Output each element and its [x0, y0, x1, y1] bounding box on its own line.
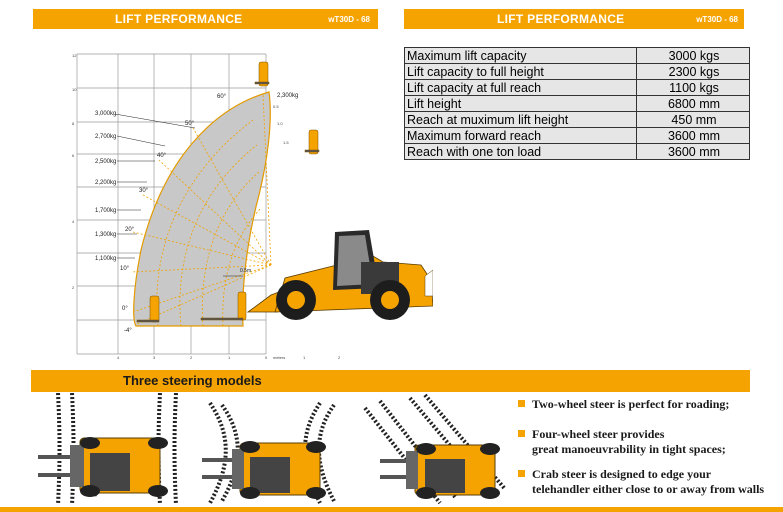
load-labels: 3,000kg 2,700kg 2,500kg 2,200kg 1,700kg …: [95, 93, 298, 262]
angle-label: 20°: [125, 227, 135, 233]
feature-text: great manoeuvrability in tight spaces;: [532, 442, 726, 456]
spec-value: 3000 kgs: [636, 47, 750, 64]
lift-envelope: [133, 91, 271, 327]
boom-ext-labels: 0.5 1.0 1.5: [273, 104, 289, 145]
feature-text: Two-wheel steer is perfect for roading;: [532, 397, 730, 411]
boom-ext-label: 1.0: [277, 121, 283, 126]
steering-title: Three steering models: [123, 373, 262, 388]
load-chart-diagram: 12 10 8 6 4 2 4 3 2 1 0 1 2 meters 3,0: [72, 53, 433, 360]
left-panel-model: wT30D - 68: [328, 15, 370, 24]
y-tick: 8: [72, 121, 75, 126]
crab-steer-figure: [363, 393, 507, 505]
load-label: 2,500kg: [95, 159, 116, 165]
x-tick: 3: [153, 355, 156, 360]
spec-label: Lift height: [404, 95, 637, 112]
angle-label: 60°: [217, 94, 227, 100]
y-tick: 10: [72, 87, 77, 92]
x-tick: 4: [117, 355, 120, 360]
spec-label: Maximum forward reach: [404, 127, 637, 144]
load-label: 1,100kg: [95, 256, 116, 262]
feature-two-wheel: Two-wheel steer is perfect for roading;: [518, 397, 729, 412]
feature-four-wheel: Four-wheel steer provides great manoeuvr…: [518, 427, 726, 457]
y-axis-ticks: 12 10 8 6 4 2: [72, 53, 77, 290]
y-tick: 6: [72, 153, 75, 158]
load-label: 1,700kg: [95, 208, 116, 214]
bullet-icon: [518, 470, 525, 477]
angle-label: 50°: [185, 121, 195, 127]
boom-angle-lines: [130, 94, 272, 325]
right-panel-model: wT30D - 68: [696, 15, 738, 24]
bottom-rule: [0, 507, 783, 512]
bullet-icon: [518, 430, 525, 437]
spec-label: Maximum lift capacity: [404, 47, 637, 64]
steering-header: Three steering models: [31, 370, 750, 392]
telehandler-illustration: [246, 230, 433, 320]
load-label: 2,700kg: [95, 134, 116, 140]
spec-value: 1100 kgs: [636, 79, 750, 96]
feature-crab: Crab steer is designed to edge your tele…: [518, 467, 764, 497]
right-panel-title: LIFT PERFORMANCE: [497, 12, 625, 26]
load-label: 2,200kg: [95, 180, 116, 186]
fig-number: 4: [94, 493, 97, 499]
angle-label: 10°: [120, 266, 130, 272]
y-tick: 2: [72, 285, 75, 290]
y-tick: 4: [72, 219, 75, 224]
x-tick: 2: [338, 355, 341, 360]
boom-ext-label: 0.5: [273, 104, 279, 109]
boom-ext-label: 1.5: [283, 140, 289, 145]
load-label: 3,000kg: [95, 111, 116, 117]
feature-text: telehandler either close to or away from…: [532, 482, 765, 496]
load-label: 1,300kg: [95, 232, 116, 238]
left-panel-title: LIFT PERFORMANCE: [115, 12, 243, 26]
spec-label: Lift capacity to full height: [404, 63, 637, 80]
x-axis-ticks: 4 3 2 1 0 1 2 meters: [117, 355, 341, 360]
angle-label: 0°: [122, 306, 128, 312]
two-wheel-steer-figure: 4: [38, 393, 178, 505]
spec-label: Reach at muximum lift height: [404, 111, 637, 128]
x-axis-unit: meters: [273, 355, 285, 360]
angle-label: 40°: [157, 153, 167, 159]
spec-value: 2300 kgs: [636, 63, 750, 80]
x-tick: 1: [228, 355, 231, 360]
spec-value: 6800 mm: [636, 95, 750, 112]
x-tick: 0: [265, 355, 268, 360]
top-load-label: 2,300kg: [277, 93, 298, 99]
spec-label: Lift capacity at full reach: [404, 79, 637, 96]
wheel-tracks: [56, 393, 178, 505]
spec-value: 450 mm: [636, 111, 750, 128]
left-panel-header: LIFT PERFORMANCE wT30D - 68: [33, 9, 378, 29]
y-tick: 12: [72, 53, 77, 58]
four-wheel-steer-figure: [202, 401, 336, 504]
right-panel-header: LIFT PERFORMANCE wT30D - 68: [404, 9, 744, 29]
angle-label: -4°: [124, 328, 132, 334]
fork-carriages: [136, 61, 320, 323]
spec-value: 3600 mm: [636, 143, 750, 160]
angle-labels: 60° 50° 40° 30° 20° 10° 0° -4°: [120, 94, 227, 334]
angle-label: 30°: [139, 188, 149, 194]
x-tick: 2: [190, 355, 193, 360]
bullet-icon: [518, 400, 525, 407]
feature-text: Crab steer is designed to edge your: [532, 467, 712, 481]
spec-label: Reach with one ton load: [404, 143, 637, 160]
offset-label: 0.5m: [240, 268, 251, 274]
spec-value: 3600 mm: [636, 127, 750, 144]
x-tick: 1: [303, 355, 306, 360]
feature-text: Four-wheel steer provides: [532, 427, 665, 441]
